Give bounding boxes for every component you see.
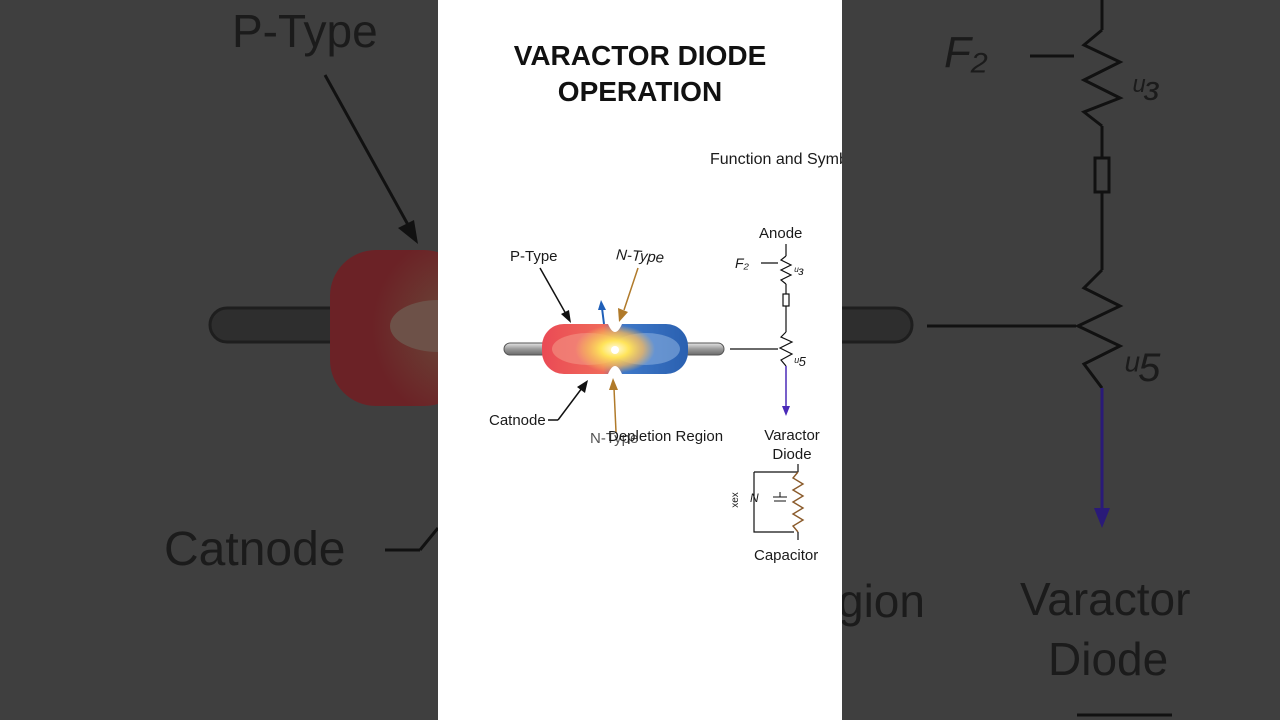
background-label-mu3: ᵘɜ [1132,70,1160,108]
label-varactor: Varactor [764,427,820,444]
resistor-mu5 [778,331,794,367]
small-component [782,293,790,307]
label-f2: F₂ [735,255,749,271]
diagram-title-line-2: OPERATION [557,76,723,107]
background-label-diode: Diode [1048,633,1169,685]
p-type-arrowhead [561,310,571,323]
label-n-small: N [750,491,759,505]
label-diode: Diode [772,446,812,463]
label-cathode: Catnode [489,412,546,429]
label-p-type: P-Type [510,248,558,265]
background-label-cathode: Catnode [164,523,346,576]
background-label-region-fragment: gion [842,575,925,627]
label-mu5: ᵘ5 [794,354,806,369]
blue-arrow-head [598,300,606,310]
background-label-varactor: Varactor [1020,573,1191,625]
purple-arrow-head [782,406,790,416]
background-left-graphic [208,74,438,552]
background-left: P-Type Catnode [0,0,438,720]
label-capacitor: Capacitor [754,547,819,564]
cathode-arrowhead [577,380,588,393]
circuit-resistor [791,471,805,533]
diagram-title-line-1: VARACTOR DIODE [513,40,767,71]
depletion-leader [613,387,617,433]
section-heading: Function and Symbol [710,151,842,168]
diagram-panel: VARACTOR DIODE OPERATION [438,0,842,720]
blue-arrow [601,307,605,325]
label-n-type: N-Type [615,246,665,267]
background-label-mu5: ᵘ5 [1124,346,1161,390]
label-xex: xex [729,492,741,508]
label-mu3: ᵘɜ [794,264,804,278]
n-type-leader [623,267,639,311]
background-right: F₂ ᵘɜ ᵘ5 gion Varactor Diode [842,0,1280,720]
circuit-wire-left [753,472,794,533]
background-right-graphic [842,0,1172,717]
background-label-f2: F₂ [944,28,988,77]
diode-lead-right [681,342,725,356]
label-n-type-lower: N-Type [590,430,639,447]
depletion-arrowhead [609,378,618,390]
p-type-leader [539,267,567,315]
diagram-graphic [503,244,805,540]
n-type-arrowhead [618,308,628,322]
depletion-spark [611,346,619,354]
label-depletion-region: Depletion Region [608,428,724,445]
cathode-leader [557,387,583,421]
resistor-mu3 [779,255,793,285]
diagram-title: VARACTOR DIODE OPERATION [438,38,842,110]
diode-lead-left [503,342,549,356]
label-anode: Anode [759,225,803,242]
background-label-p-type: P-Type [232,5,378,57]
